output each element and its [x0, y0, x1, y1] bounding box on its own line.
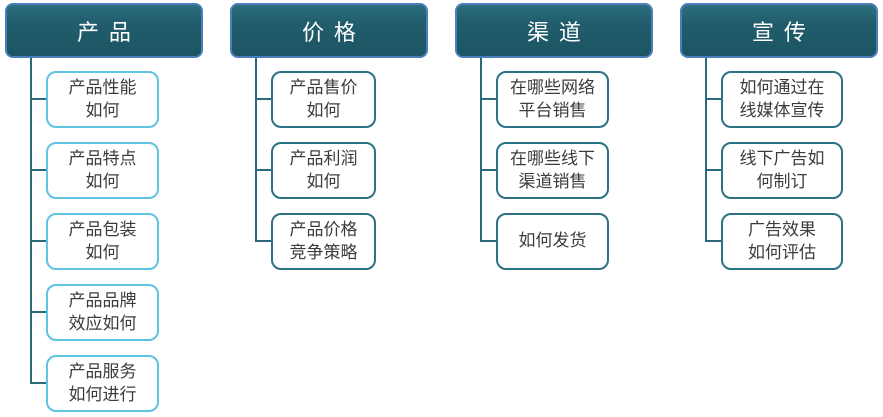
connector-line [481, 240, 497, 242]
connector-line [256, 240, 272, 242]
branch-title: 渠道 [527, 20, 591, 46]
tree-node[interactable]: 产品包装 如何 [46, 213, 159, 270]
branch-promotion: 宣传 如何通过在 线媒体宣传 线下广告如 何制订 广告效果 如何评估 [680, 0, 878, 417]
tree-node[interactable]: 如何发货 [496, 213, 609, 270]
connector-line [31, 311, 47, 313]
tree-node-label: 产品特点 如何 [68, 148, 137, 192]
connector-line [256, 98, 272, 100]
tree-node-label: 线下广告如 何制订 [739, 148, 825, 192]
connector-line [706, 240, 722, 242]
connector-line [31, 382, 47, 384]
connector-line [31, 240, 47, 242]
tree-node[interactable]: 产品品牌 效应如何 [46, 284, 159, 341]
tree-node-label: 如何通过在 线媒体宣传 [739, 77, 825, 121]
tree-node[interactable]: 产品利润 如何 [271, 142, 376, 199]
connector-line [480, 58, 482, 242]
connector-line [706, 98, 722, 100]
tree-node-label: 产品品牌 效应如何 [68, 290, 137, 334]
connector-line [256, 169, 272, 171]
tree-node[interactable]: 广告效果 如何评估 [721, 213, 843, 270]
tree-node[interactable]: 如何通过在 线媒体宣传 [721, 71, 843, 128]
tree-node[interactable]: 线下广告如 何制订 [721, 142, 843, 199]
branch-title: 产品 [77, 20, 141, 46]
tree-node-label: 产品售价 如何 [289, 77, 358, 121]
branch-header-channel[interactable]: 渠道 [455, 3, 653, 58]
branch-product: 产品 产品性能 如何 产品特点 如何 产品包装 如何 产品品牌 效应如何 产品服… [5, 0, 203, 417]
connector-line [706, 169, 722, 171]
tree-node[interactable]: 产品服务 如何进行 [46, 355, 159, 412]
tree-node-label: 产品价格 竞争策略 [289, 219, 358, 263]
branch-header-promotion[interactable]: 宣传 [680, 3, 878, 58]
tree-node[interactable]: 在哪些网络 平台销售 [496, 71, 609, 128]
tree-node-label: 在哪些线下 渠道销售 [510, 148, 595, 192]
connector-line [481, 98, 497, 100]
tree-node-label: 如何发货 [518, 231, 587, 251]
branch-title: 宣传 [752, 20, 816, 46]
connector-line [31, 169, 47, 171]
branch-price: 价格 产品售价 如何 产品利润 如何 产品价格 竞争策略 [230, 0, 428, 417]
tree-node-label: 在哪些网络 平台销售 [510, 77, 595, 121]
tree-node-label: 产品性能 如何 [68, 77, 137, 121]
tree-node[interactable]: 在哪些线下 渠道销售 [496, 142, 609, 199]
tree-node[interactable]: 产品特点 如何 [46, 142, 159, 199]
connector-line [705, 58, 707, 242]
branch-title: 价格 [302, 20, 366, 46]
tree-node-label: 广告效果 如何评估 [748, 219, 816, 263]
branch-header-product[interactable]: 产品 [5, 3, 203, 58]
tree-node-label: 产品服务 如何进行 [68, 361, 137, 405]
connector-line [481, 169, 497, 171]
branch-header-price[interactable]: 价格 [230, 3, 428, 58]
tree-node-label: 产品利润 如何 [289, 148, 358, 192]
tree-node[interactable]: 产品售价 如何 [271, 71, 376, 128]
connector-line [30, 58, 32, 384]
tree-node-label: 产品包装 如何 [68, 219, 137, 263]
connector-line [255, 58, 257, 242]
branch-channel: 渠道 在哪些网络 平台销售 在哪些线下 渠道销售 如何发货 [455, 0, 653, 417]
tree-node[interactable]: 产品性能 如何 [46, 71, 159, 128]
tree-node[interactable]: 产品价格 竞争策略 [271, 213, 376, 270]
connector-line [31, 98, 47, 100]
